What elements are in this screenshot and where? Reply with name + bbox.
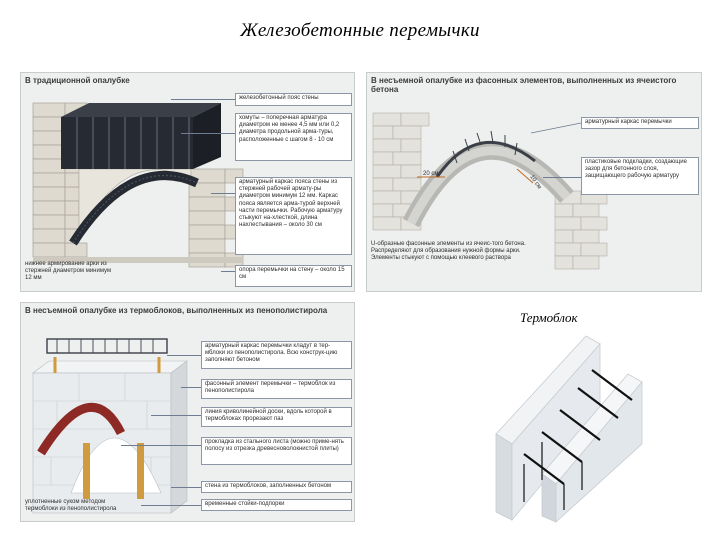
leader-line [171, 99, 235, 100]
callout-temporary-props: временные стойки-подпорки [201, 499, 352, 511]
callout-stirrups: хомуты – поперечная арматура диаметром н… [235, 113, 352, 161]
caption-compacted-thermoblocks: уплотненные суком методом термоблоки из … [25, 499, 117, 513]
callout-thermoblock-wall: стена из термоблоков, заполненных бетоно… [201, 481, 352, 493]
leader-line [543, 177, 581, 178]
slide-title: Железобетонные перемычки [240, 20, 480, 41]
callout-curved-board-line: линия криволинейной доски, вдоль которой… [201, 407, 352, 427]
leader-line [181, 133, 235, 134]
callout-plastic-spacers: пластиковые подкладки, создающие зазор д… [581, 157, 699, 195]
callout-lintel-cage: арматурный каркас перемычки [581, 117, 699, 129]
dimension-20-cm: 20 см [423, 171, 439, 177]
leader-line [121, 445, 201, 446]
panel-traditional-formwork: В традиционной опалубке [20, 72, 355, 292]
thermoblock-arch-illustration [32, 338, 188, 514]
leader-line [221, 271, 235, 272]
traditional-arch-illustration [32, 102, 244, 268]
leader-line [167, 355, 201, 356]
caption-bottom-reinforcement: нижнее армирование арки из стержней диам… [25, 261, 112, 282]
shaped-arch-illustration [372, 112, 608, 270]
leader-line [141, 505, 201, 506]
panel-shaped-elements: В несъемной опалубке из фасонных элемент… [366, 72, 702, 292]
callout-lintel-cage-in-blocks: арматурный каркас перемычки кладут в тер… [201, 341, 352, 369]
leader-line [211, 193, 235, 194]
callout-belt-cage: арматурный каркас пояса стены из стержне… [235, 177, 352, 255]
callout-shaped-thermoblock: фасонный элемент перемычки – термоблок и… [201, 379, 352, 399]
caption-u-shaped-elements: U-образные фасонные элементы из ячеис-то… [371, 241, 526, 262]
callout-reinforced-belt: железобетонный пояс стены [235, 93, 352, 106]
panel-thermoblock-formwork: В несъемной опалубке из термоблоков, вып… [20, 302, 355, 522]
leader-line [171, 487, 201, 488]
panel-heading: В несъемной опалубке из фасонных элемент… [371, 76, 677, 94]
panel-heading: В несъемной опалубке из термоблоков, вып… [25, 306, 328, 315]
callout-steel-strip: прокладка из стального листа (можно прим… [201, 437, 352, 465]
leader-line [181, 387, 201, 388]
thermoblock-photo [495, 335, 643, 523]
leader-line [151, 415, 201, 416]
panel-heading: В традиционной опалубке [25, 76, 130, 85]
callout-lintel-support: опора перемычки на стену – около 15 см [235, 265, 352, 287]
thermoblock-photo-label: Термоблок [520, 310, 578, 325]
